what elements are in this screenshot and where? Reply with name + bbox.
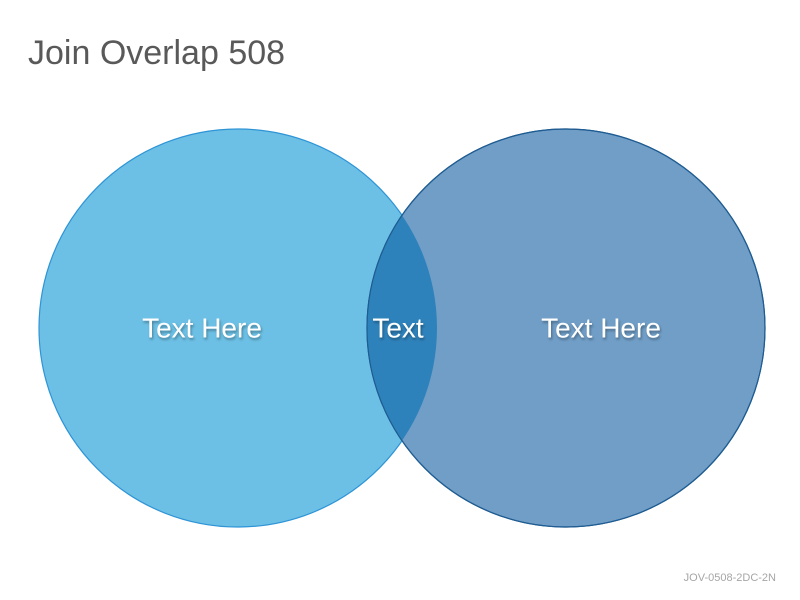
right-circle-outline: [366, 128, 766, 528]
right-circle-label: Text Here: [541, 312, 661, 343]
overlap-label: Text: [372, 312, 424, 343]
left-circle-label: Text Here: [142, 312, 262, 343]
diagram-code: JOV-0508-2DC-2N: [683, 572, 776, 584]
page-title: Join Overlap 508: [28, 34, 286, 72]
